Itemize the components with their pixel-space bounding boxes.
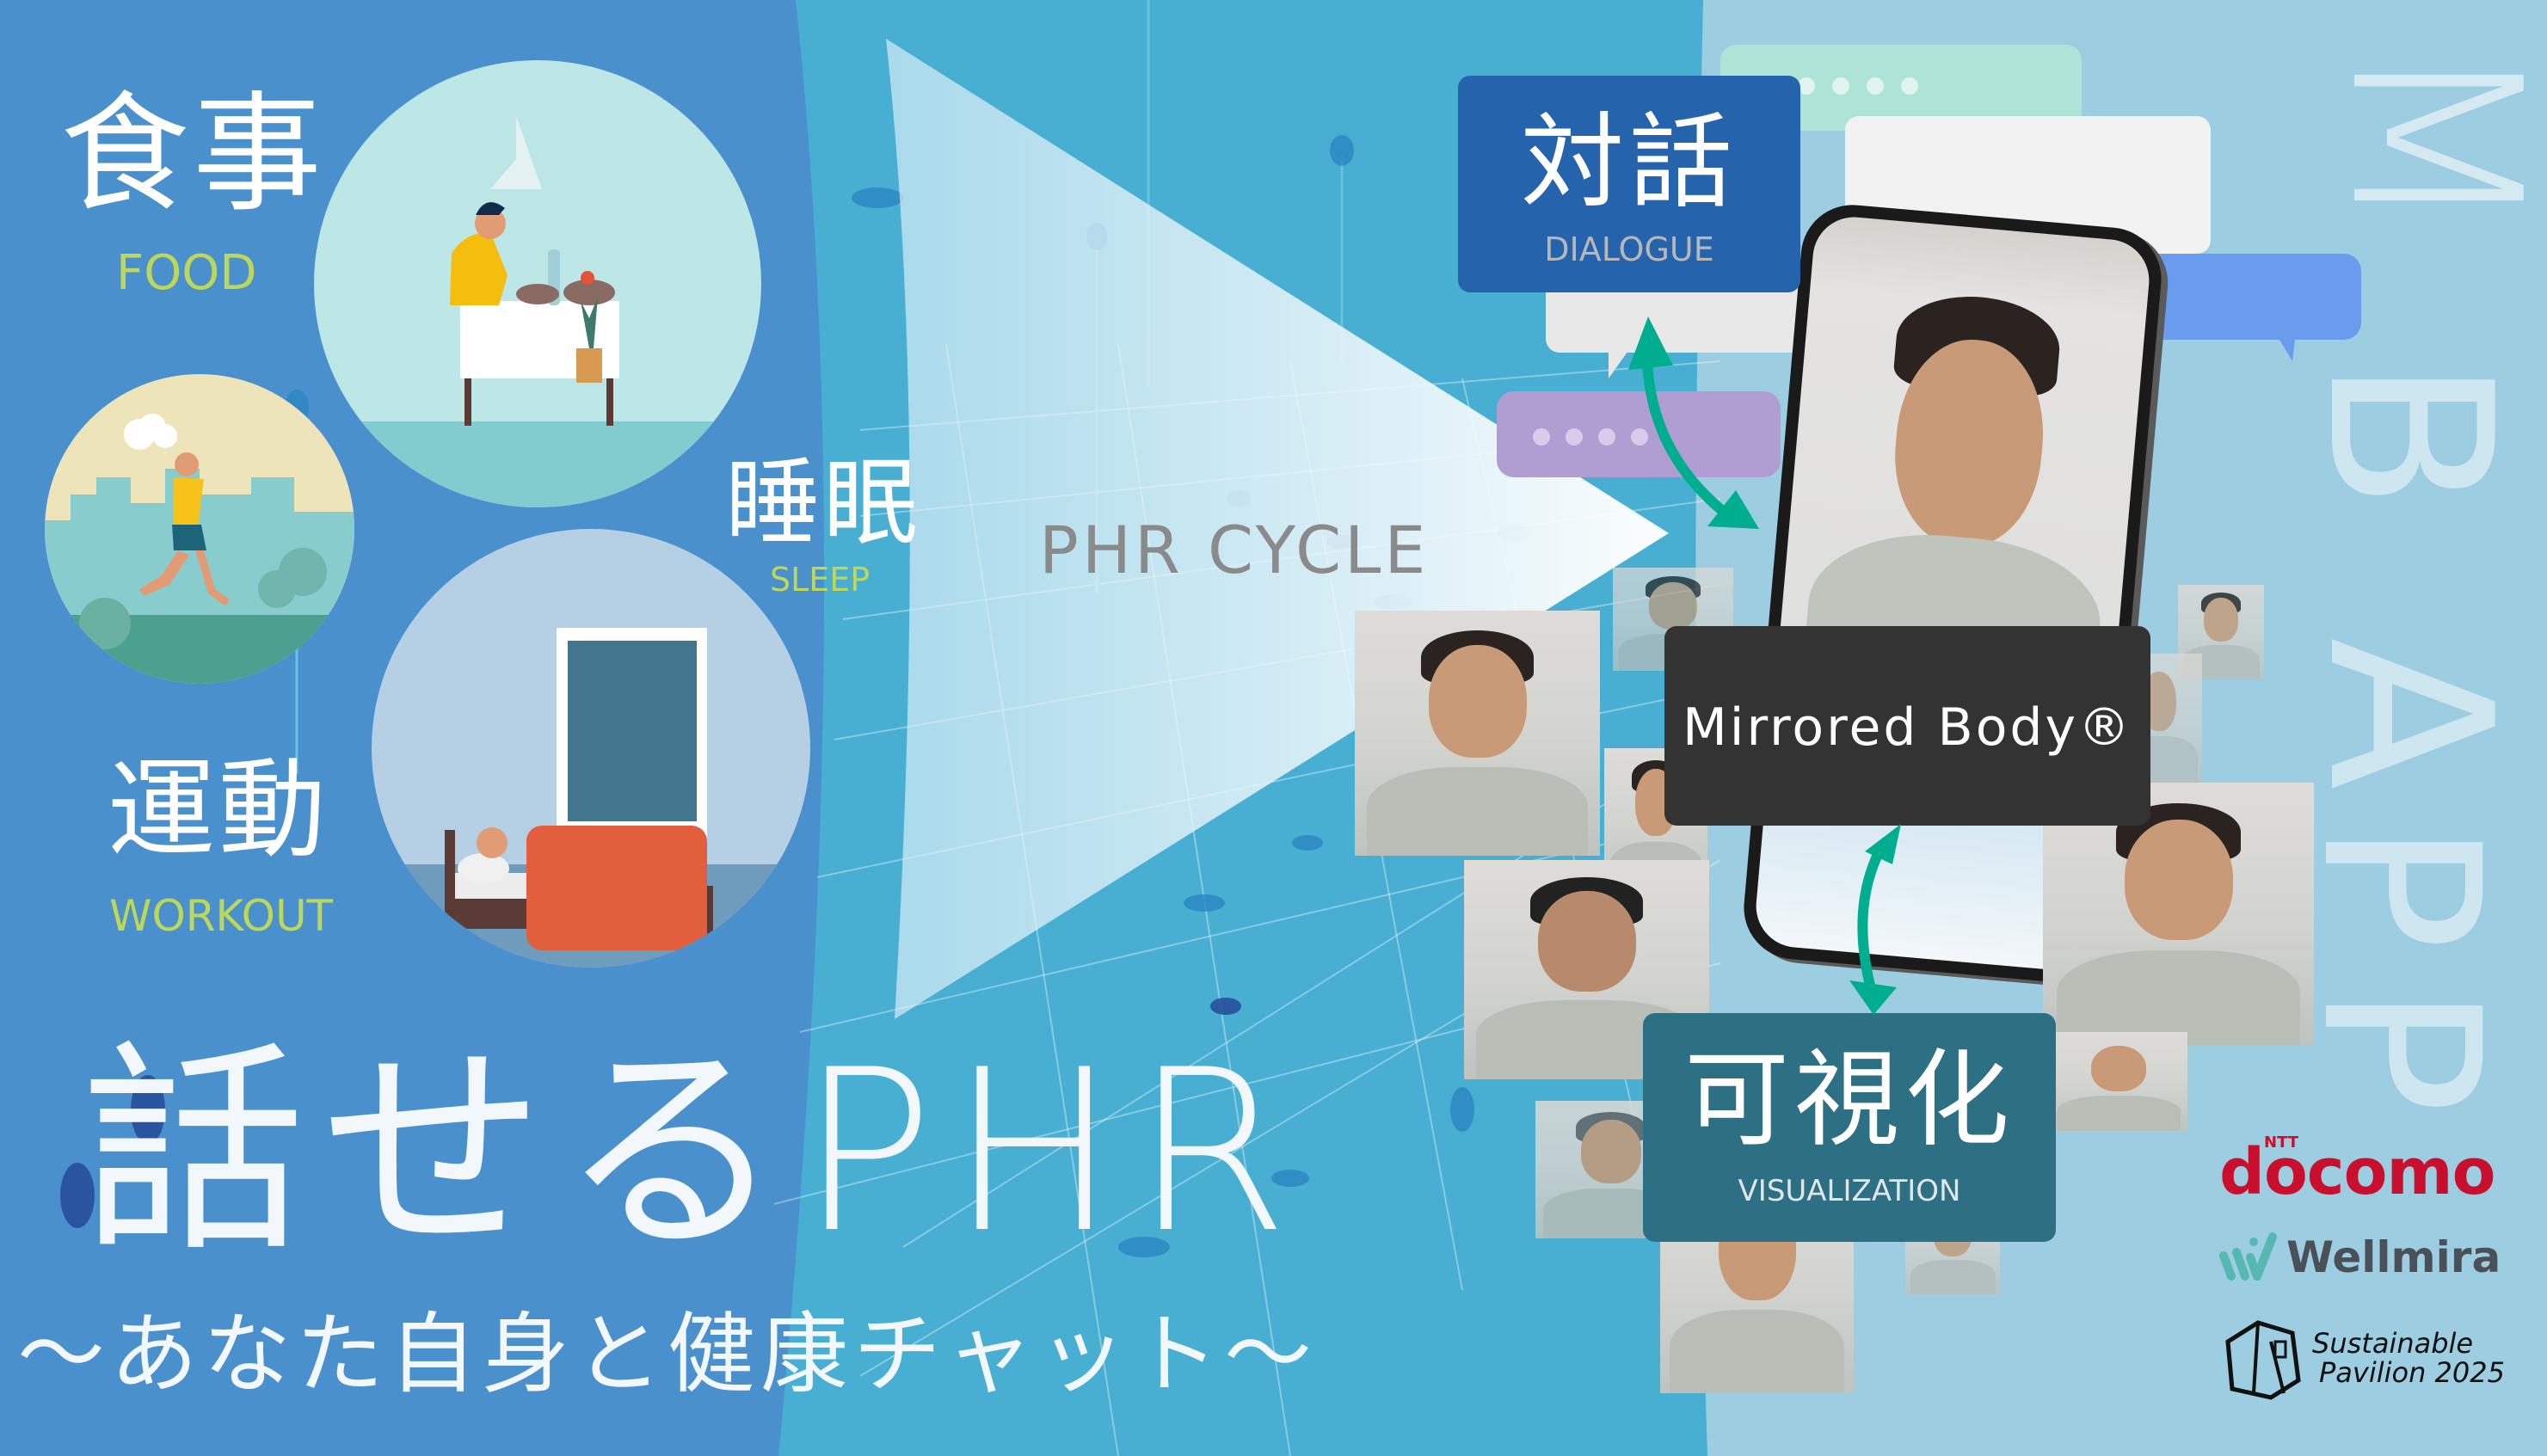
sleep-label-jp: 睡眠 <box>725 448 921 558</box>
dialogue-label-en: DIALOGUE <box>1544 230 1714 268</box>
workout-label-jp: 運動 <box>108 748 329 873</box>
wellmira-logo: Wellmira <box>2219 1232 2501 1283</box>
portrait-photo <box>2043 783 2314 1045</box>
sustainable-pavilion-logo: Sustainable Pavilion 2025 <box>2219 1316 2505 1402</box>
dialogue-box: 対話 DIALOGUE <box>1458 76 1800 292</box>
phr-cycle-label: PHR CYCLE <box>1039 512 1430 588</box>
visualization-box: 可視化 VISUALIZATION <box>1643 1013 2056 1242</box>
workout-label-en: WORKOUT <box>109 891 334 941</box>
headline-subtitle: ～あなた自身と健康チャット～ <box>17 1304 1317 1406</box>
portrait-photo <box>1355 611 1600 856</box>
visualization-label-jp: 可視化 <box>1684 1039 2015 1161</box>
portrait-photo <box>2116 654 2202 783</box>
mirrored-body-box: Mirrored Body® <box>1664 626 2150 826</box>
mirrored-body-label: Mirrored Body® <box>1683 697 2132 758</box>
food-label-jp: 食事 <box>60 80 326 230</box>
pavilion-building-icon <box>2225 1320 2301 1400</box>
headline-title: 話せるPHR <box>82 1023 1304 1282</box>
visualization-label-en: VISUALIZATION <box>1738 1174 1961 1208</box>
docomo-logo: NTT docomo <box>2219 1133 2495 1209</box>
mb-app-vertical-text: M B A P P <box>2275 37 2547 1115</box>
portrait-photo <box>2050 1032 2187 1131</box>
wellmira-mark-icon <box>2219 1232 2277 1281</box>
food-label-en: FOOD <box>116 245 257 301</box>
dialogue-label-jp: 対話 <box>1521 103 1738 223</box>
sleep-label-en: SLEEP <box>770 561 871 599</box>
double-arrow-icon <box>1642 360 1889 991</box>
